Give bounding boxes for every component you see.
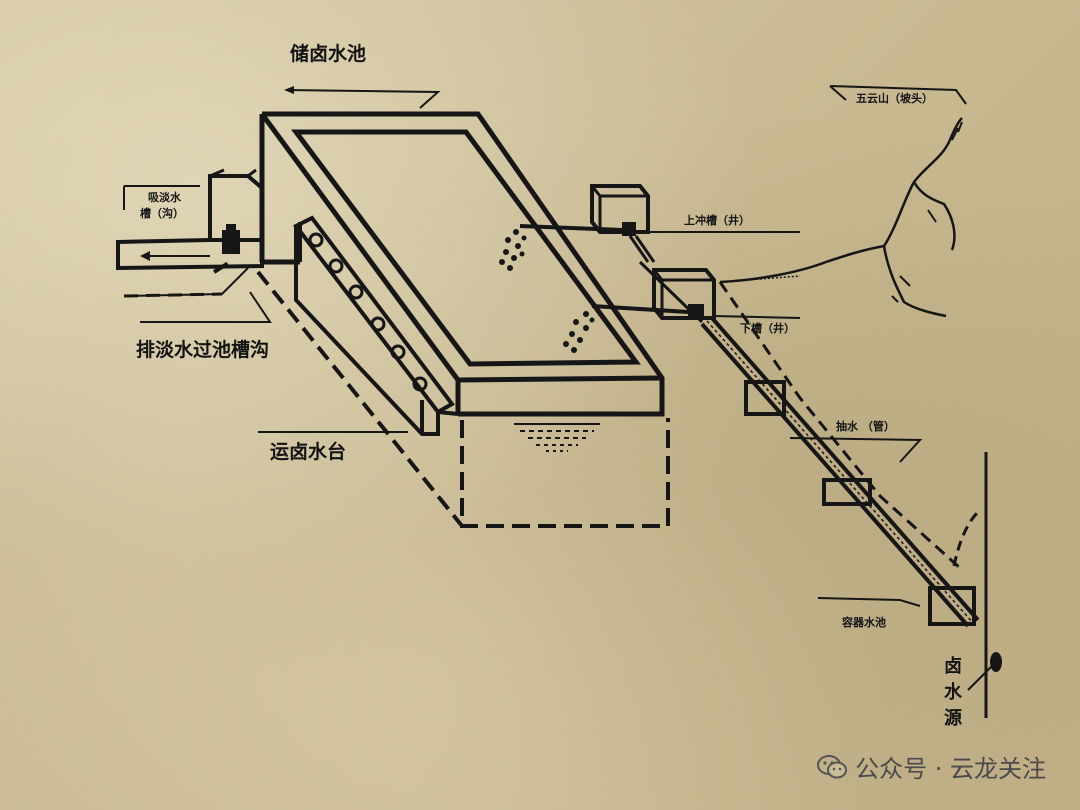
- water-spray-lower-icon: [563, 311, 595, 353]
- brine-platform: [212, 215, 464, 528]
- water-ripple-icon: [514, 423, 600, 452]
- label-storage-pool: 储卤水池: [290, 42, 366, 65]
- storage-pool: [259, 111, 670, 528]
- water-spray-upper-icon: [499, 229, 527, 271]
- label-brine-source-char3: 源: [944, 707, 962, 729]
- pumping-pipe: [638, 260, 1002, 718]
- wechat-icon: [817, 754, 848, 778]
- label-lower-trough: 下槽（井）: [740, 321, 795, 335]
- label-brine-source: 卤 水 源: [944, 655, 968, 729]
- lower-trough: [563, 268, 716, 353]
- fresh-water-intake: [116, 168, 264, 271]
- watermark-text: 公众号 · 云龙关注: [855, 755, 1046, 783]
- label-mountain: 五云山（坡头）: [856, 91, 933, 105]
- label-container-pool: 容器水池: [841, 615, 886, 629]
- label-fresh-water-intake-line1: 吸淡水: [148, 190, 182, 204]
- label-upper-flush-trough: 上冲槽（井）: [684, 213, 750, 227]
- label-fresh-water-intake: 吸淡水 槽（沟）: [140, 190, 185, 220]
- label-brine-source-char1: 卤: [944, 655, 962, 677]
- label-pumping-pipe: 抽水 （管）: [836, 419, 895, 433]
- upper-flush-trough: [499, 184, 656, 271]
- watermark: 公众号 · 云龙关注: [817, 749, 1046, 784]
- label-fresh-water-drain: 排淡水过池槽沟: [136, 338, 269, 361]
- mountain-icon: [719, 117, 963, 318]
- label-brine-source-char2: 水: [944, 681, 963, 703]
- label-brine-platform: 运卤水台: [270, 440, 346, 463]
- pointer-lines: [123, 85, 995, 691]
- label-fresh-water-intake-line2: 槽（沟）: [140, 206, 184, 220]
